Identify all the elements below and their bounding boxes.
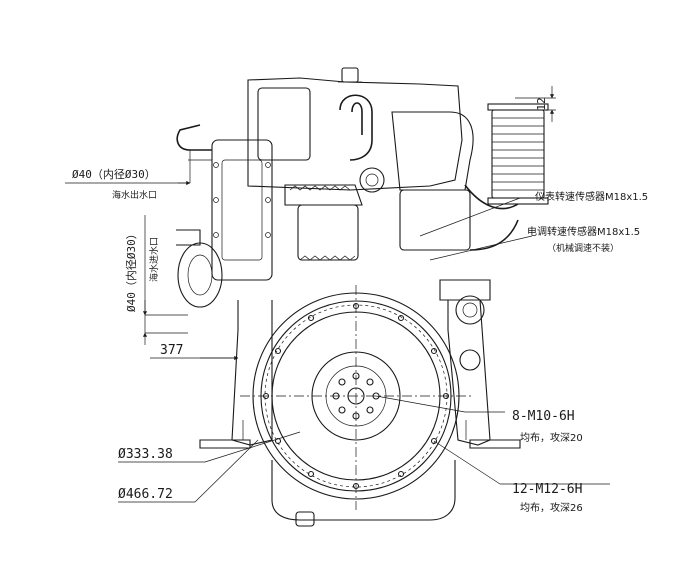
bolt-pattern-12-label: 12-M12-6H (512, 482, 582, 497)
dia-333-label: Ø333.38 (118, 447, 173, 462)
exhaust-dim-label: 12 (535, 97, 548, 110)
charge-air-tube (284, 167, 385, 261)
bolt-pattern-12-note: 均布，攻深26 (520, 501, 583, 514)
engine-body (199, 67, 521, 527)
dimension-lines (65, 150, 610, 503)
meter-speed-sensor-label: 仪表转速传感器M18x1.5 (535, 190, 648, 203)
right-accessories (399, 189, 491, 371)
seawater-inlet-label: 海水进水口 (148, 237, 160, 282)
bolt-pattern-8-note: 均布，攻深20 (520, 431, 583, 444)
offset-377-label: 377 (160, 343, 183, 358)
bolt-pattern-8-label: 8-M10-6H (512, 409, 575, 424)
seawater-outlet-label: 海水出水口 (112, 189, 157, 201)
ecu-speed-sensor-label: 电调转速传感器M18x1.5 (527, 225, 640, 238)
exhaust-bellows (464, 86, 556, 251)
ecu-speed-sensor-note: （机械调速不装） (547, 242, 619, 254)
seawater-outlet-diameter: Ø40（内径Ø30） (72, 167, 156, 181)
seawater-inlet-diameter: Ø40（内径Ø30） (124, 228, 138, 312)
dia-466-label: Ø466.72 (118, 487, 173, 502)
heat-exchanger (176, 124, 273, 308)
flywheel (240, 285, 472, 510)
